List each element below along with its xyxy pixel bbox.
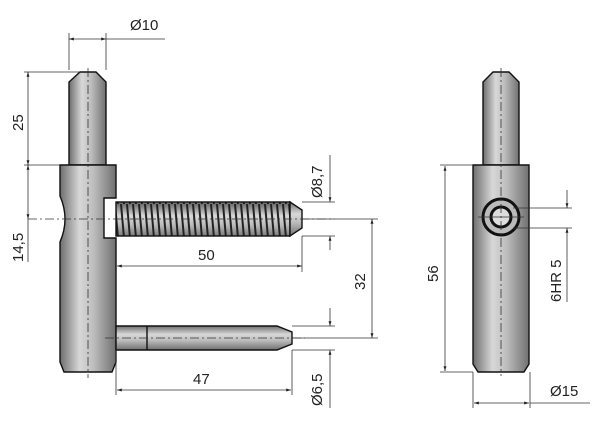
dim-hex-socket: 6HR 5 <box>548 259 565 302</box>
dim-lower-pin-length: 47 <box>193 371 210 388</box>
top-pin <box>68 71 107 166</box>
dim-screw-length: 50 <box>198 247 215 264</box>
dim-pin-diameter: Ø10 <box>130 17 158 34</box>
dim-screw-diameter: Ø8,7 <box>309 165 326 198</box>
dim-screw-offset: 14,5 <box>10 233 27 262</box>
side-view: Ø10 25 14,5 Ø8,7 50 32 Ø6,5 47 <box>10 17 378 408</box>
front-view: 56 6HR 5 Ø15 <box>425 68 590 408</box>
dim-lower-pin-diameter: Ø6,5 <box>309 373 326 406</box>
dim-body-length: 56 <box>425 265 442 282</box>
dim-screw-spacing: 32 <box>352 273 369 290</box>
dim-body-diameter: Ø15 <box>550 383 578 400</box>
dim-pin-length: 25 <box>10 114 27 131</box>
